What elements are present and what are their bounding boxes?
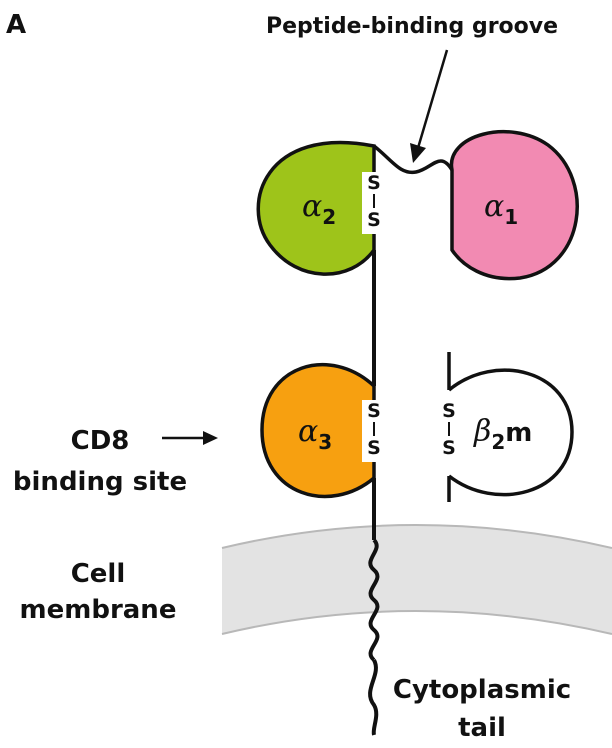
groove-label: Peptide-binding groove — [266, 14, 558, 39]
groove-arrow-head — [410, 143, 426, 163]
alpha1-label: α1 — [484, 189, 518, 229]
cell-membrane-top-edge — [221, 524, 612, 549]
beta2m-label: β2m — [473, 414, 532, 454]
disulfide-s-alpha2-top: S — [367, 172, 381, 194]
cd8-arrow-head — [203, 431, 218, 445]
disulfide-s-alpha3-top: S — [367, 400, 381, 422]
disulfide-s-beta2m-top: S — [442, 400, 456, 422]
alpha1-domain — [449, 130, 579, 281]
cell-membrane-band — [222, 525, 612, 634]
tail-label-line1: Cytoplasmic — [393, 675, 571, 705]
disulfide-s-beta2m-bottom: S — [442, 437, 456, 459]
beta2m-domain — [447, 368, 574, 497]
membrane-label-line1: Cell — [71, 559, 126, 589]
peptide-binding-groove — [372, 144, 454, 175]
disulfide-s-alpha3-bottom: S — [367, 437, 381, 459]
alpha2-label: α2 — [302, 189, 336, 229]
alpha2-domain — [256, 140, 376, 276]
panel-label: A — [6, 10, 26, 40]
alpha3-domain — [260, 362, 376, 499]
membrane-label-line2: membrane — [20, 595, 177, 625]
alpha3-label: α3 — [298, 414, 332, 454]
cd8-label-line1: CD8 — [71, 426, 130, 456]
cd8-label-line2: binding site — [13, 467, 187, 497]
disulfide-s-alpha2-bottom: S — [367, 209, 381, 231]
groove-arrow-shaft — [416, 49, 449, 149]
tail-label-line2: tail — [458, 713, 506, 743]
cell-membrane-bottom-edge — [221, 610, 612, 635]
cytoplasmic-tail — [368, 659, 379, 736]
transmembrane-segment — [368, 538, 380, 662]
